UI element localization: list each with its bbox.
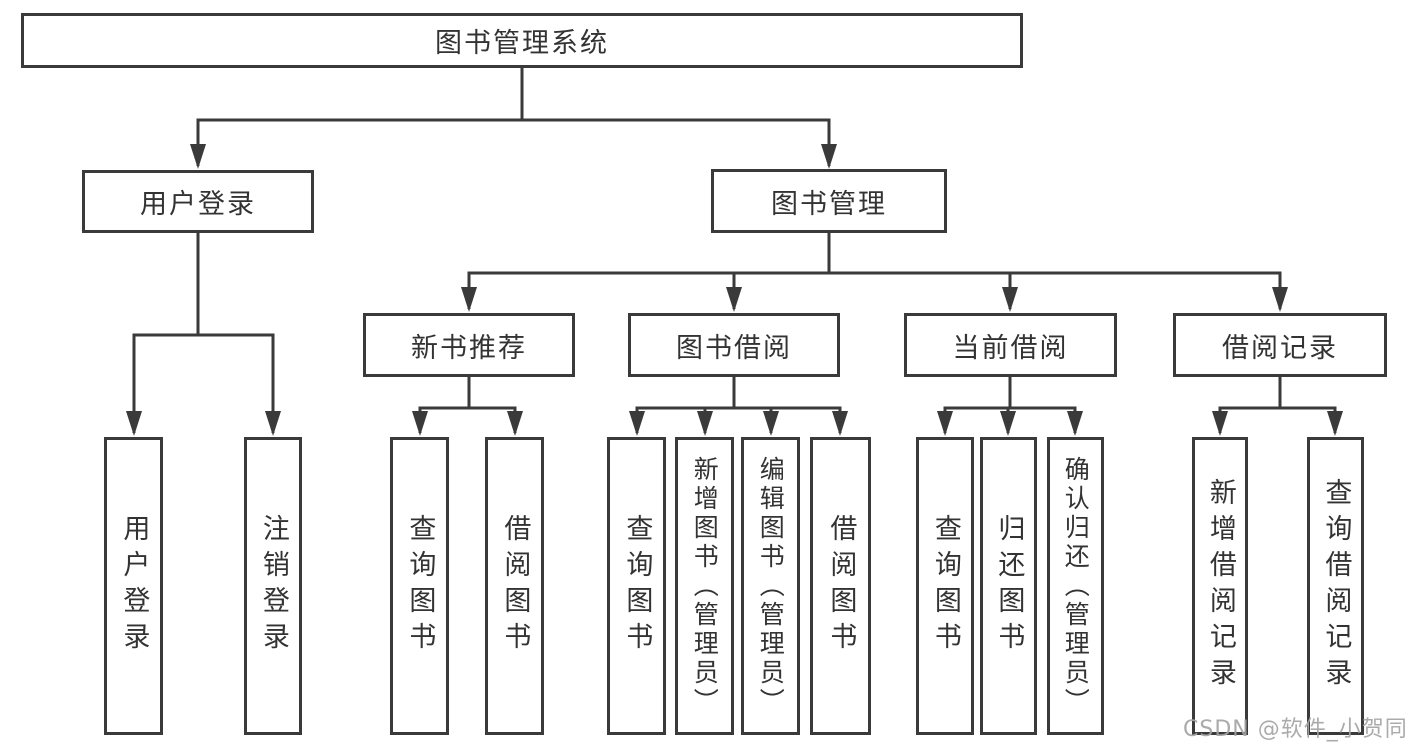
leaf-cb-query-books: 查询图书	[916, 437, 974, 735]
leaf-bb-edit-books-admin: 编辑图书（管理员）	[741, 437, 800, 735]
node-label: 新增借阅记录	[1204, 478, 1236, 694]
node-label: 归还图书	[993, 514, 1025, 658]
leaf-user-login: 用户登录	[104, 437, 163, 735]
node-label: 查询借阅记录	[1320, 478, 1352, 694]
csdn-watermark: CSDN @软件_小贺同学	[1183, 717, 1405, 742]
node-label: 借阅图书	[825, 514, 857, 658]
leaf-br-query-record: 查询借阅记录	[1307, 437, 1364, 735]
leaf-nb-query-books: 查询图书	[390, 437, 449, 735]
node-book-borrowing: 图书借阅	[628, 313, 840, 377]
node-new-book-recommendation: 新书推荐	[363, 313, 575, 377]
node-label: 图书借阅	[676, 332, 792, 364]
edge-arrowheads	[126, 144, 1343, 436]
node-label: 新增图书（管理员）	[690, 455, 720, 717]
node-label: 查询图书	[621, 514, 653, 658]
node-label: 用户登录	[140, 189, 256, 220]
leaf-bb-borrow-books: 借阅图书	[810, 437, 871, 735]
node-borrowing-records: 借阅记录	[1173, 313, 1387, 377]
leaf-br-add-record: 新增借阅记录	[1192, 437, 1248, 735]
node-label: 确认归还（管理员）	[1061, 455, 1091, 717]
node-label: 用户登录	[118, 514, 150, 658]
node-label: 新书推荐	[411, 332, 527, 364]
node-label: 借阅记录	[1222, 332, 1338, 364]
leaf-nb-borrow-books: 借阅图书	[485, 437, 544, 735]
node-label: 查询图书	[929, 514, 961, 658]
leaf-logout: 注销登录	[244, 437, 302, 735]
node-label: 查询图书	[404, 514, 436, 658]
leaf-cb-return-books: 归还图书	[980, 437, 1037, 735]
node-label: 编辑图书（管理员）	[756, 455, 786, 717]
edge-lines	[132, 68, 1337, 433]
node-current-borrowing: 当前借阅	[904, 313, 1117, 377]
node-label: 图书管理系统	[435, 28, 609, 59]
leaf-bb-query-books: 查询图书	[607, 437, 666, 735]
node-label: 当前借阅	[952, 332, 1069, 364]
node-label: 注销登录	[257, 514, 289, 658]
leaf-bb-add-books-admin: 新增图书（管理员）	[675, 437, 734, 735]
node-library-management-system: 图书管理系统	[21, 13, 1023, 68]
node-label: 借阅图书	[499, 514, 531, 658]
node-label: 图书管理	[771, 188, 887, 220]
node-user-login: 用户登录	[82, 170, 314, 233]
leaf-cb-confirm-return-admin: 确认归还（管理员）	[1047, 437, 1104, 735]
node-book-management: 图书管理	[711, 169, 947, 233]
